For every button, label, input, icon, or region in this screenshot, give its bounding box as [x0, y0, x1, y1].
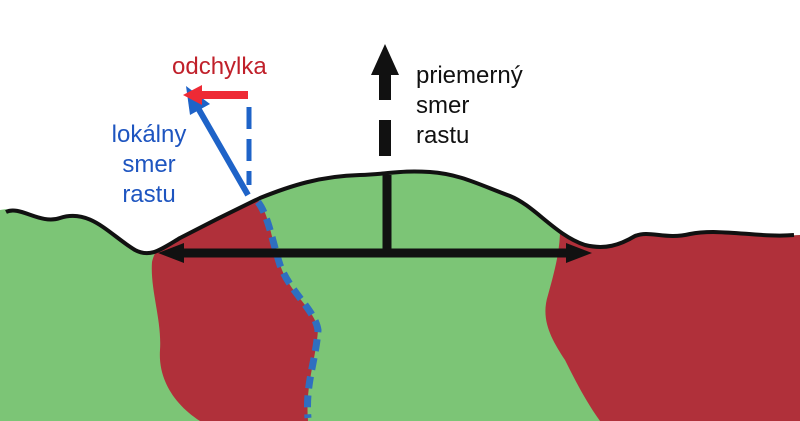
- average-direction-arrow-shaft-bottom: [379, 120, 391, 156]
- grain-boundary-dashed: [255, 199, 322, 419]
- surface-outline: [5, 169, 795, 256]
- local-direction-arrow-shaft: [195, 106, 251, 197]
- average-direction-label-line-3: rastu: [416, 122, 470, 149]
- grain-red-right: [545, 230, 800, 421]
- horizontal-arrow-left-head: [158, 243, 184, 263]
- local-direction-label-line-2: smer: [122, 151, 176, 178]
- deviation-label-text: odchylka: [172, 53, 267, 80]
- deviation-arrow-head: [183, 85, 202, 105]
- average-direction-label-line-2: smer: [416, 92, 470, 119]
- horizontal-arrow-right-head: [566, 243, 592, 263]
- average-direction-label-line-1: priemerný: [416, 62, 523, 89]
- local-direction-label: lokálny smer rastu: [103, 120, 195, 210]
- local-direction-label-line-1: lokálny: [111, 121, 187, 148]
- average-direction-label: priemerný smer rastu: [416, 61, 523, 151]
- average-direction-arrow-head: [371, 44, 399, 75]
- deviation-label: odchylka: [172, 52, 267, 82]
- local-direction-label-line-3: rastu: [122, 181, 176, 208]
- average-direction-arrow-shaft-top: [379, 74, 391, 100]
